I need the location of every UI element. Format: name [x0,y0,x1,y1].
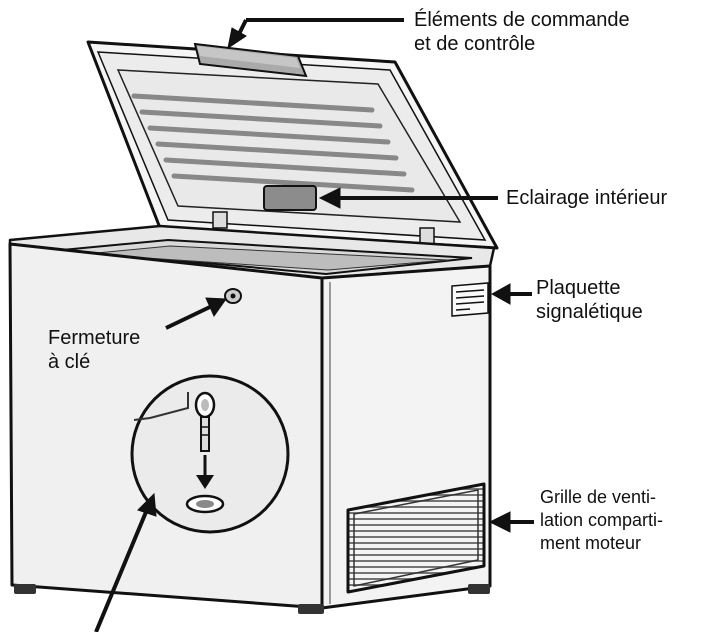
label-lock-line2: à clé [48,351,91,373]
label-controls: Éléments de commande et de contrôle [414,8,630,56]
arrow-drain [94,492,157,633]
label-lock-line1: Fermeture [48,327,141,349]
ventilation-grille [346,482,486,594]
key-lock [224,288,242,304]
leader-arrows [94,18,534,633]
label-controls-line1: Éléments de commande [414,9,630,31]
label-light: Eclairage intérieur [506,186,667,210]
rating-plate [451,282,489,317]
freezer-lid [86,40,499,250]
label-light-line1: Eclairage intérieur [506,187,668,209]
interior-light [263,185,317,211]
label-grille-line2: lation comparti- [540,510,664,530]
label-lock: Fermeture à clé [48,326,140,374]
arrow-lock [165,297,227,330]
arrow-plate [490,283,532,305]
control-panel-handle [193,42,308,78]
label-grille-line1: Grille de venti- [540,487,657,507]
label-controls-line2: et de contrôle [414,33,536,55]
label-plate-line1: Plaquette [536,277,621,299]
arrow-light [318,187,498,209]
arrow-controls [227,18,404,50]
label-grille: Grille de venti- lation comparti- ment m… [540,486,663,555]
label-plate: Plaquette signalétique [536,276,643,324]
arrow-grille [488,511,534,533]
label-plate-line2: signalétique [536,301,643,323]
drain-detail-inset [130,374,290,534]
label-grille-line3: ment moteur [540,533,642,553]
